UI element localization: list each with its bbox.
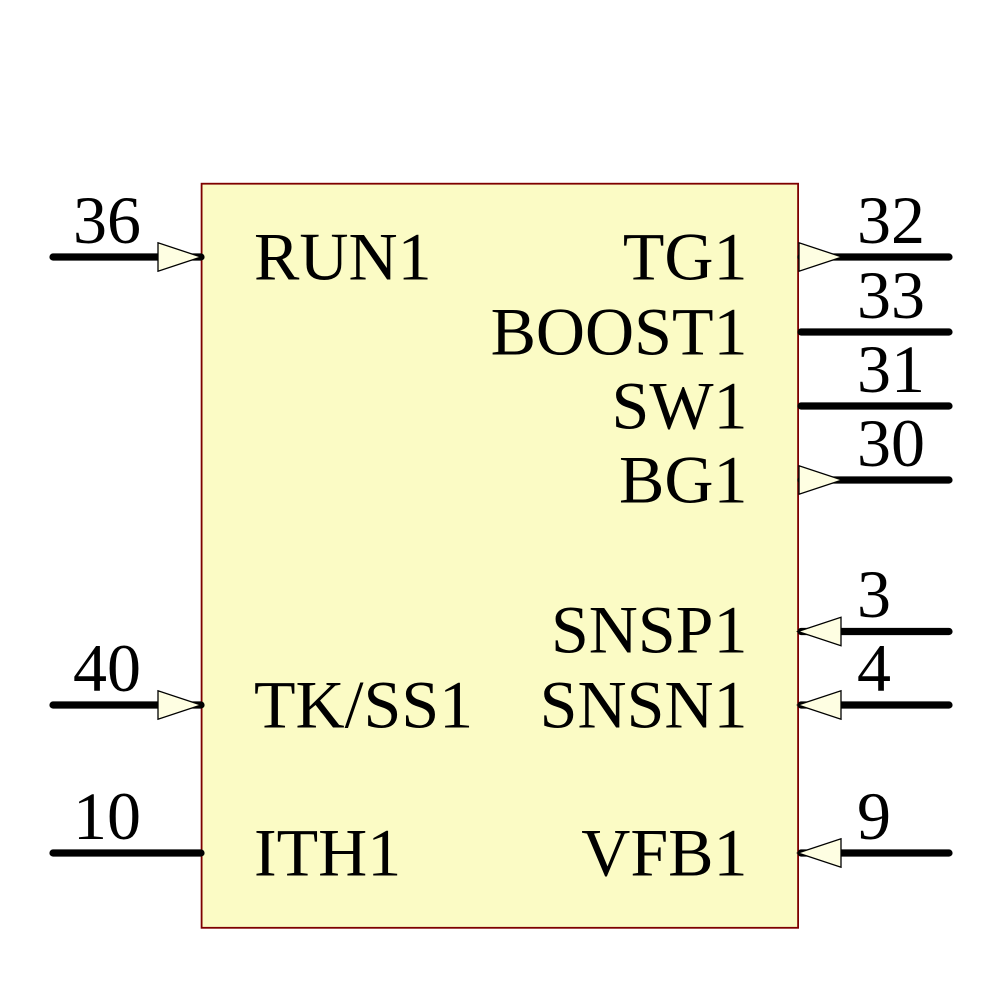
svg-text:BG1: BG1: [619, 442, 747, 518]
svg-text:9: 9: [857, 778, 891, 854]
svg-text:SNSP1: SNSP1: [551, 592, 748, 668]
svg-text:36: 36: [73, 182, 141, 258]
svg-text:TK/SS1: TK/SS1: [254, 667, 473, 743]
svg-text:32: 32: [857, 182, 925, 258]
svg-text:33: 33: [857, 257, 925, 333]
svg-text:4: 4: [857, 630, 891, 706]
svg-text:SW1: SW1: [612, 368, 748, 444]
svg-text:RUN1: RUN1: [254, 219, 432, 295]
svg-text:TG1: TG1: [623, 219, 748, 295]
svg-text:ITH1: ITH1: [254, 815, 401, 891]
svg-text:40: 40: [73, 630, 141, 706]
svg-text:VFB1: VFB1: [581, 815, 747, 891]
svg-text:SNSN1: SNSN1: [540, 667, 748, 743]
svg-text:BOOST1: BOOST1: [491, 294, 748, 370]
svg-text:3: 3: [857, 556, 891, 632]
svg-text:31: 31: [857, 331, 925, 407]
svg-text:10: 10: [73, 778, 141, 854]
svg-text:30: 30: [857, 405, 925, 481]
